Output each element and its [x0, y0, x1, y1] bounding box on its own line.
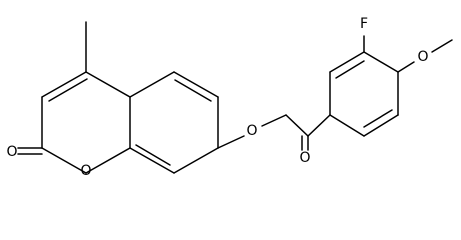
aryl-ring-bonds: [329, 35, 453, 137]
ether-oxygen-label: O: [246, 123, 257, 139]
coumarin-ring-bonds: [17, 21, 219, 174]
lactone-carbonyl-oxygen-label: O: [6, 144, 17, 160]
ring-oxygen-label: O: [80, 163, 91, 176]
ketone-oxygen-label: O: [299, 150, 310, 166]
fluorine-label: F: [360, 16, 368, 32]
chemical-structure: O O O O F O: [6, 16, 453, 176]
linker-bonds: [217, 114, 331, 151]
atom-labels: O O O O F O: [6, 16, 428, 176]
methoxy-oxygen-label: O: [417, 49, 428, 65]
